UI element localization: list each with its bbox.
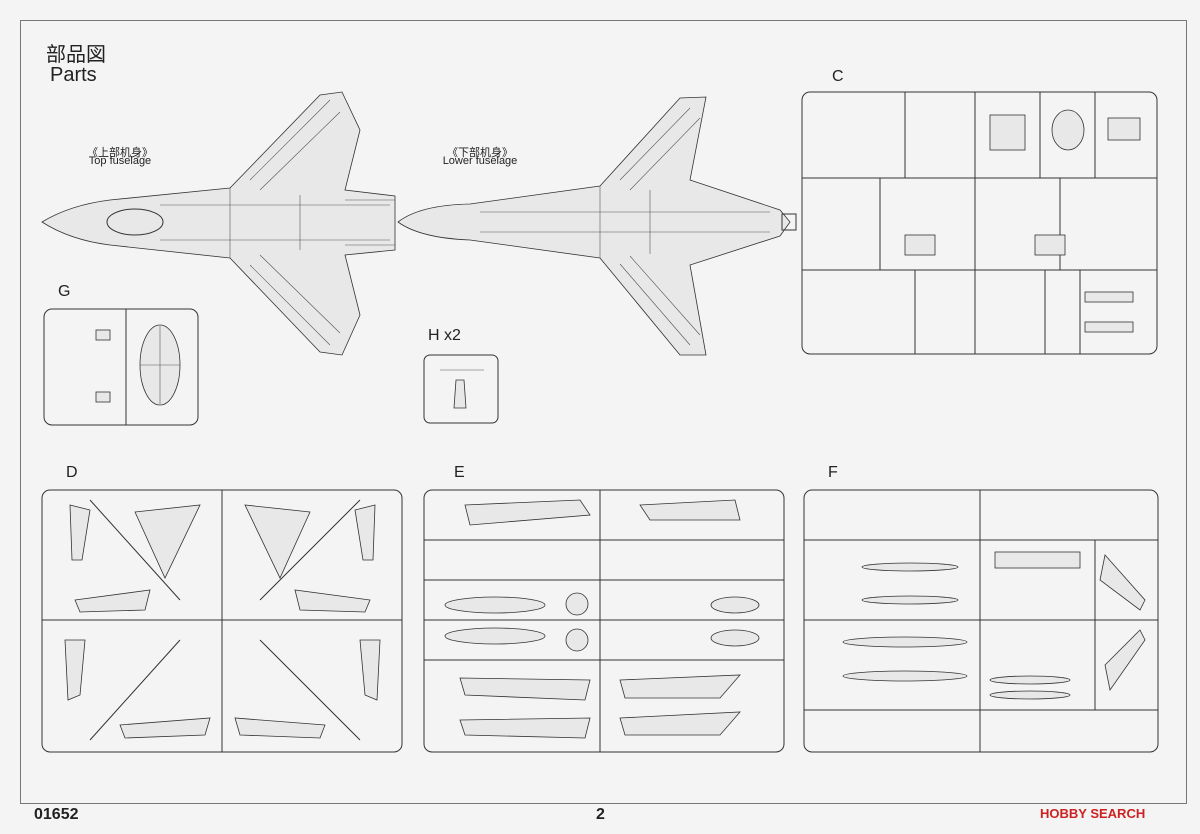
sprue-f-frame [803, 489, 1159, 753]
sprue-g-label: G [58, 283, 71, 300]
product-code: 01652 [34, 806, 79, 823]
sprue-h-frame [423, 354, 499, 424]
page-number: 2 [596, 806, 605, 823]
page-title-en: Parts [50, 64, 97, 86]
top-fuselage-drawing [41, 91, 396, 356]
top-fuselage-label-cn: 《上部机身》 [87, 147, 153, 159]
sprue-e-label: E [454, 464, 465, 481]
sprue-g-frame [43, 308, 199, 426]
page-title-cn: 部品図 [46, 44, 106, 66]
page-frame [20, 20, 1187, 804]
sprue-c-frame [801, 91, 1158, 355]
sprue-d-label: D [66, 464, 78, 481]
sprue-h-label: H x2 [428, 327, 461, 344]
watermark: HOBBY SEARCH [1040, 806, 1146, 821]
lower-fuselage-drawing [397, 96, 797, 356]
sprue-d-frame [41, 489, 403, 753]
sprue-e-frame [423, 489, 785, 753]
top-fuselage-label-en: Top fuselage [88, 155, 152, 167]
lower-fuselage-label-cn: 《下部机身》 [447, 147, 513, 159]
sprue-f-label: F [828, 464, 838, 481]
sprue-c-label: C [832, 68, 844, 85]
lower-fuselage-label-en: Lower fuselage [442, 155, 518, 167]
